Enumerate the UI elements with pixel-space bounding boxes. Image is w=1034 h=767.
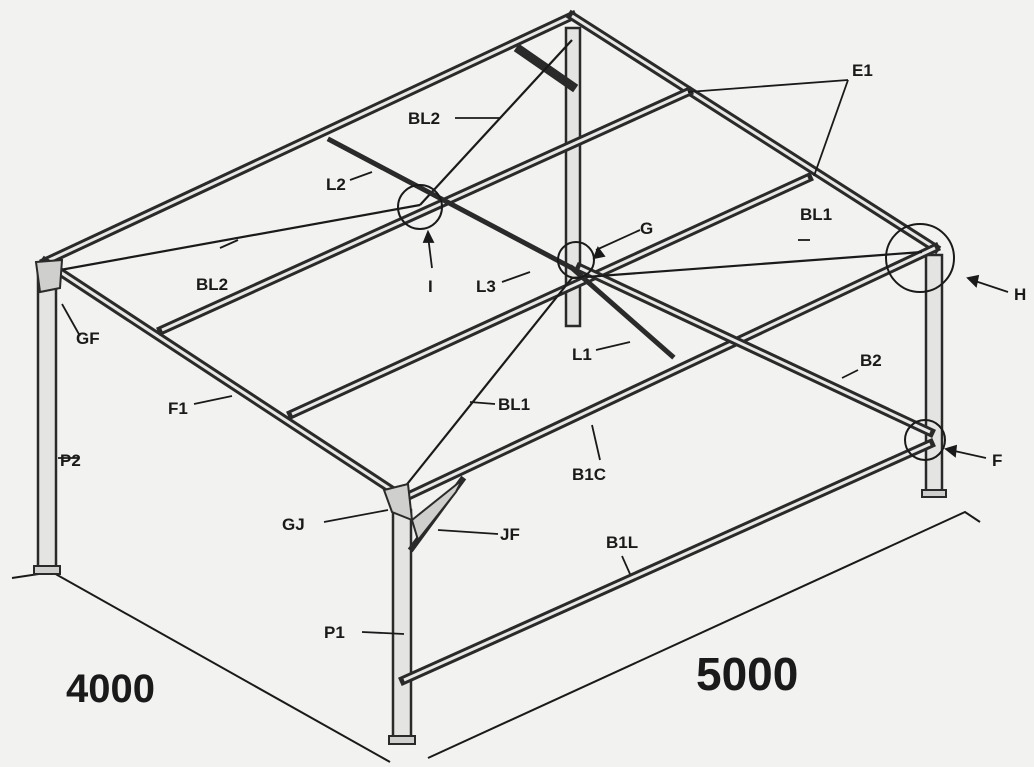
label-h: H bbox=[1014, 285, 1026, 304]
label-i: I bbox=[428, 277, 433, 296]
dimension-length-label: 5000 bbox=[696, 648, 798, 700]
detail-circle-f bbox=[904, 419, 946, 461]
beams bbox=[38, 9, 942, 686]
gusset-gf bbox=[34, 258, 64, 294]
bracing bbox=[59, 39, 923, 553]
label-b1l: B1L bbox=[606, 533, 638, 552]
columns bbox=[33, 26, 947, 745]
label-f: F bbox=[992, 451, 1002, 470]
gusset-plates bbox=[34, 258, 463, 543]
label-bl2-left: BL2 bbox=[196, 275, 228, 294]
label-gf: GF bbox=[76, 329, 100, 348]
detail-circle-h bbox=[885, 223, 955, 293]
label-l1: L1 bbox=[572, 345, 592, 364]
label-g: G bbox=[640, 219, 653, 238]
detail-circles bbox=[397, 184, 955, 461]
labels: E1 BL2 L2 G BL1 H BL2 I L3 GF L1 B2 BL1 … bbox=[60, 61, 1026, 711]
knee-plate-jf bbox=[410, 479, 463, 543]
gusset-gj bbox=[382, 482, 414, 522]
dimension-line-5000 bbox=[427, 510, 981, 759]
column-p1 bbox=[391, 508, 413, 744]
base-plate-p2 bbox=[33, 565, 61, 575]
base-plate-right bbox=[921, 489, 947, 498]
label-e1: E1 bbox=[852, 61, 873, 80]
label-bl1-center: BL1 bbox=[498, 395, 530, 414]
arrow-h bbox=[971, 279, 1009, 293]
arrow-g bbox=[595, 229, 641, 251]
column-p2 bbox=[36, 266, 58, 572]
label-b1c: B1C bbox=[572, 465, 606, 484]
label-jf: JF bbox=[500, 525, 520, 544]
label-bl1-right: BL1 bbox=[800, 205, 832, 224]
dimension-width-label: 4000 bbox=[66, 667, 155, 711]
label-p2: P2 bbox=[60, 451, 81, 470]
label-p1: P1 bbox=[324, 623, 345, 642]
label-f1: F1 bbox=[168, 399, 188, 418]
label-b2: B2 bbox=[860, 351, 882, 370]
leaders bbox=[58, 79, 1009, 635]
base-plate-p1 bbox=[388, 735, 416, 745]
detail-circle-g bbox=[557, 241, 595, 279]
detail-circle-i bbox=[397, 184, 443, 230]
label-bl2-top: BL2 bbox=[408, 109, 440, 128]
label-l3: L3 bbox=[476, 277, 496, 296]
label-l2: L2 bbox=[326, 175, 346, 194]
label-gj: GJ bbox=[282, 515, 305, 534]
column-center-back bbox=[564, 26, 582, 328]
